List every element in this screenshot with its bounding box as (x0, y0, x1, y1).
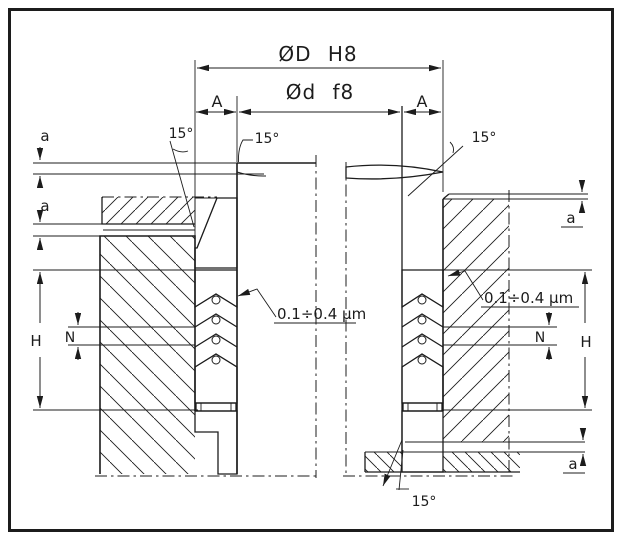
right-section-view (343, 106, 588, 477)
bore-diameter-label: ØD H8 (278, 42, 357, 66)
chevron-notch (417, 335, 427, 345)
header-ring-left (194, 269, 238, 309)
right-bore-chamfer (442, 193, 450, 200)
left-housing-hatch (100, 236, 195, 474)
left-section-view (95, 155, 317, 478)
callouts: 15° 15° 15° 15° 0.1÷0.4 μm 0.1÷0.4 μm (169, 126, 579, 510)
left-rod-chamfer (236, 171, 267, 177)
dimensions: ØD H8 Ød f8 A A a a H N (30, 42, 592, 474)
chevron-notch (211, 335, 221, 345)
angle-label-follower: 15° (169, 126, 194, 142)
angle-label-bore: 15° (472, 130, 497, 146)
bottom-plate-outer (443, 452, 520, 472)
header-ring-right (401, 269, 444, 309)
chevron-notch (417, 315, 427, 325)
gap-label-a1: a (40, 127, 49, 145)
roughness-leader-left (237, 288, 277, 318)
chevron-notch (211, 355, 221, 365)
chevron-notch (211, 295, 221, 305)
right-housing-hatch (443, 199, 509, 442)
gland-follower-flange (102, 197, 195, 224)
support-ring-left (195, 402, 237, 412)
support-ring-right (402, 402, 443, 412)
roughness-label-right: 0.1÷0.4 μm (484, 289, 573, 307)
bottom-plate-inner (365, 452, 402, 472)
neck-bush-left (194, 410, 238, 475)
angle-label-rod-end: 15° (255, 131, 280, 147)
gap-label-a2: a (40, 197, 49, 215)
chevron-notch (417, 355, 427, 365)
height-label-right: H (580, 333, 591, 351)
adapter-ring-left (194, 353, 238, 404)
pitch-label-left: N (65, 330, 75, 346)
angle-label-plate: 15° (412, 494, 437, 510)
pitch-label-right: N (535, 330, 545, 346)
rod-diameter-label: Ød f8 (286, 80, 355, 104)
sheet-border (8, 8, 614, 532)
gap-label-a4: a (568, 455, 577, 473)
height-label-left: H (30, 332, 41, 350)
chevron-notch (211, 315, 221, 325)
roughness-leader-right (447, 269, 484, 301)
chevron-notch (417, 295, 427, 305)
gland-follower-sleeve (194, 197, 238, 269)
radial-width-label-right: A (417, 92, 428, 111)
radial-width-label-left: A (212, 92, 223, 111)
roughness-label-left: 0.1÷0.4 μm (277, 305, 366, 323)
gap-label-a3: a (566, 209, 575, 227)
adapter-ring-right (401, 353, 444, 404)
